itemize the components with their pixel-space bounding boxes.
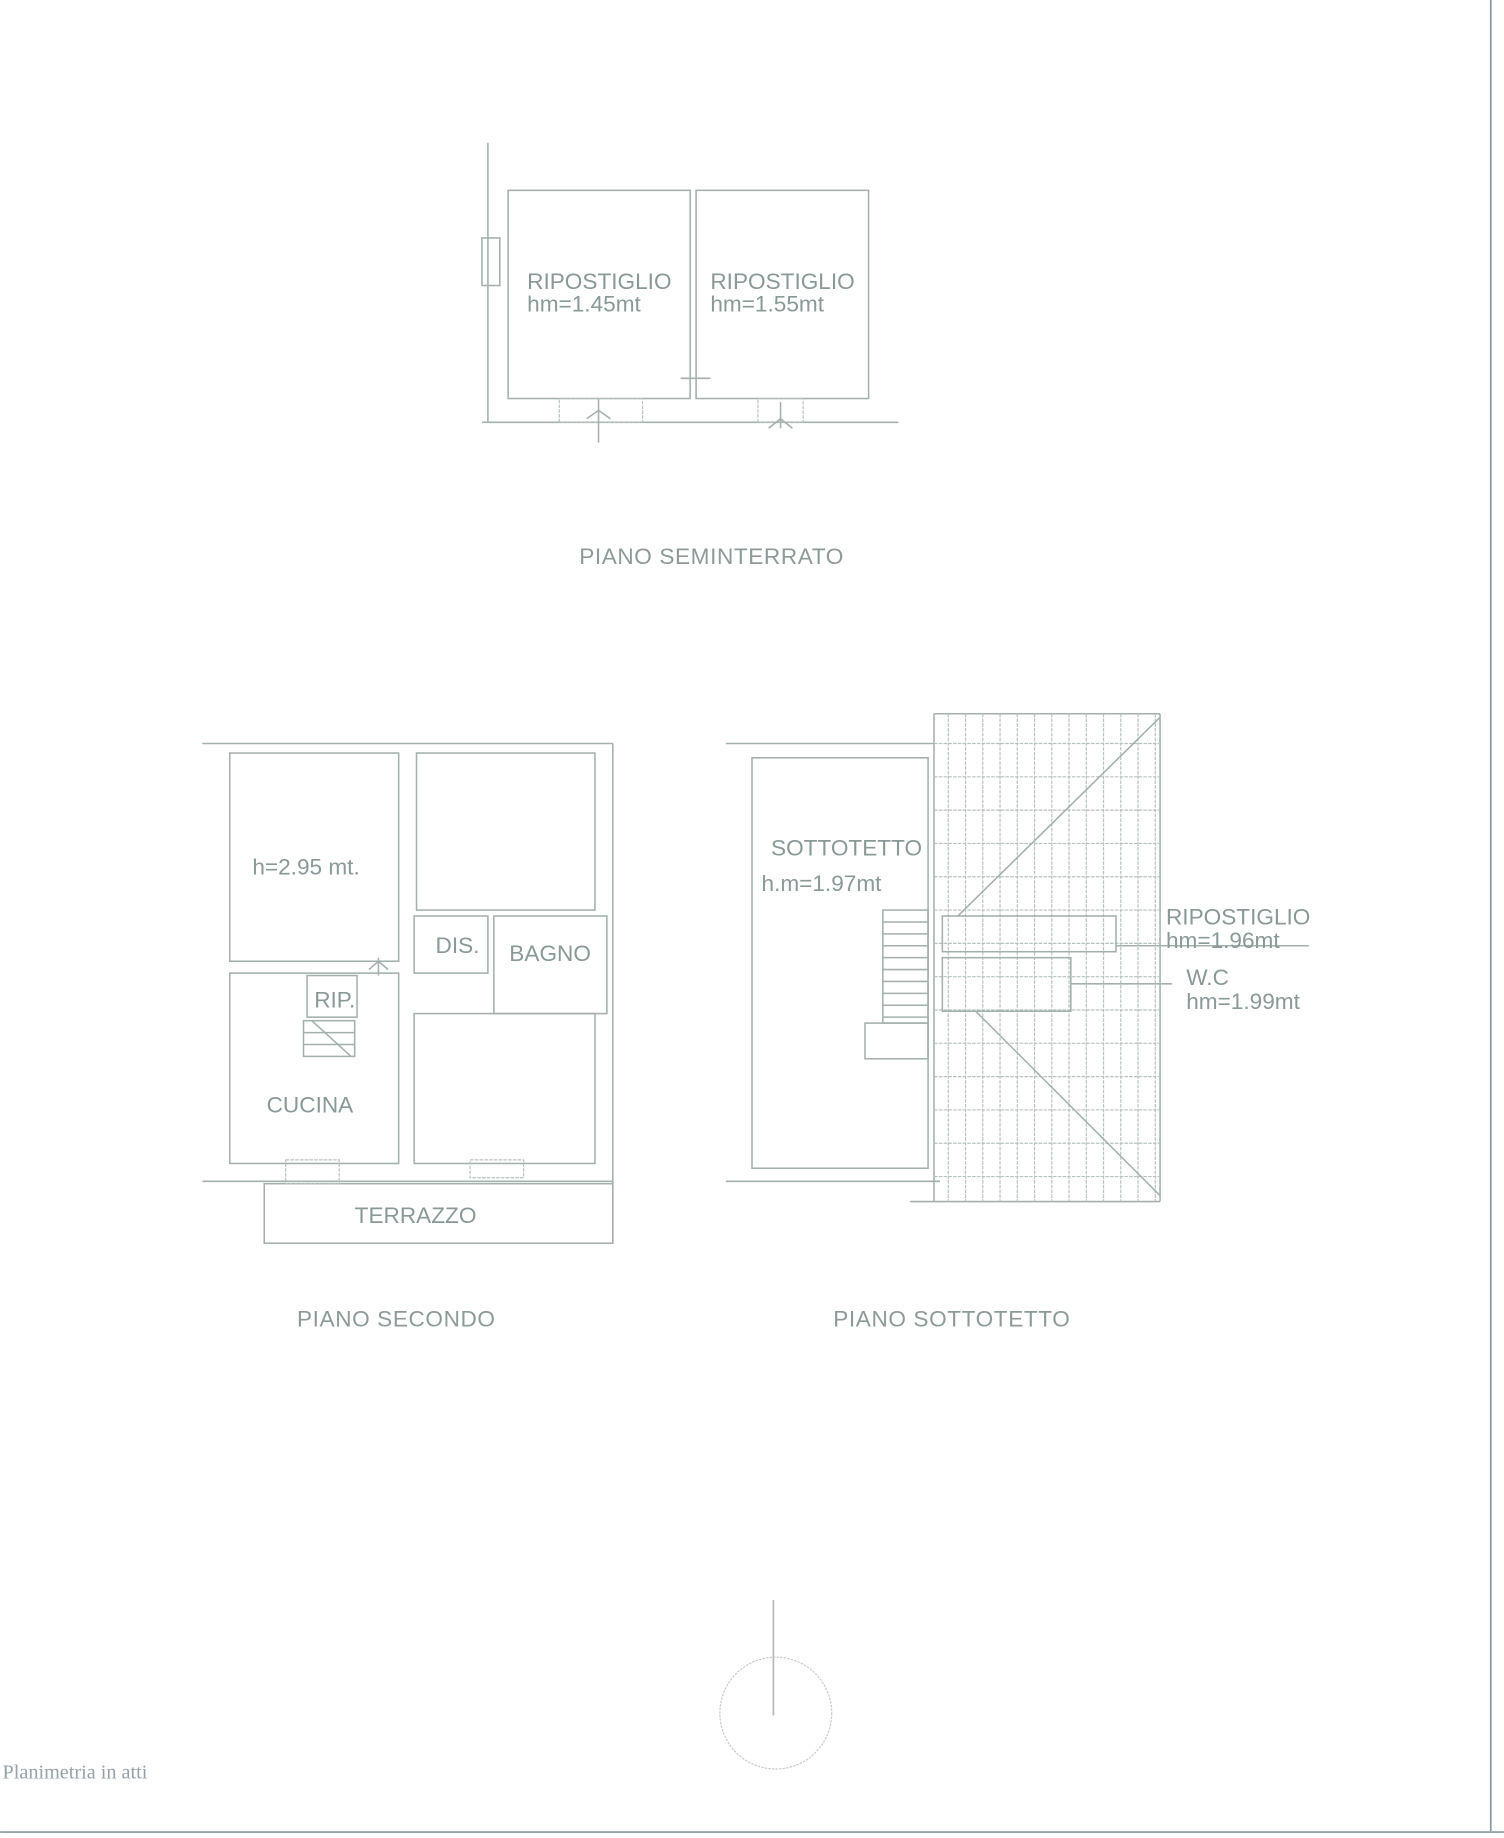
room-wc	[941, 956, 1072, 1012]
room-height: hm=1.99mt	[1186, 989, 1300, 1014]
room-top-right	[415, 752, 596, 911]
plan-secondo: h=2.95 mt. DIS. BAGNO RIP. CUCINA TERRAZ…	[202, 742, 614, 1331]
stairs	[302, 1019, 356, 1058]
stairs	[882, 909, 929, 1024]
plan-title-secondo: PIANO SECONDO	[297, 1306, 496, 1331]
room-label: RIPOSTIGLIO	[527, 269, 671, 294]
room-label-dis: DIS.	[436, 933, 480, 958]
room-height: h.m=1.97mt	[762, 871, 883, 896]
room-rip	[306, 974, 358, 1018]
room-dis	[413, 915, 489, 974]
room-height: hm=1.96mt	[1166, 928, 1280, 953]
roof-hatching	[910, 713, 1161, 1203]
plan-sottotetto: SOTTOTETTO h.m=1.97mt RIPOSTIGLIO hm=1.9…	[725, 713, 1310, 1331]
room-label-cucina: CUCINA	[267, 1092, 355, 1117]
room-label-wc: W.C	[1186, 965, 1229, 990]
room-cucina	[228, 972, 400, 1165]
room-bedroom	[228, 752, 400, 963]
plan-title-seminterrato: PIANO SEMINTERRATO	[579, 544, 844, 569]
room-height: hm=1.45mt	[527, 292, 641, 317]
plan-title-sottotetto: PIANO SOTTOTETTO	[833, 1306, 1070, 1331]
roof-line	[975, 1010, 1161, 1197]
room-sottotetto	[751, 757, 929, 1170]
plan-seminterrato: RIPOSTIGLIO hm=1.45mt RIPOSTIGLIO hm=1.5…	[481, 142, 899, 569]
footer-caption: Planimetria in atti	[3, 1762, 148, 1784]
north-arrow-icon	[719, 1600, 833, 1770]
terrazzo	[263, 1182, 614, 1244]
room-bagno	[493, 915, 608, 1015]
room-height: hm=1.55mt	[710, 292, 824, 317]
room-label-rip: RIP.	[314, 988, 355, 1013]
room-height-label: h=2.95 mt.	[252, 854, 359, 879]
room-label: RIPOSTIGLIO	[710, 269, 854, 294]
room-bottom-right	[413, 1012, 596, 1165]
room-label-bagno: BAGNO	[509, 941, 591, 966]
room-label-sottotetto: SOTTOTETTO	[771, 835, 922, 860]
room-label-terrazzo: TERRAZZO	[355, 1203, 477, 1228]
room-label-ripostiglio: RIPOSTIGLIO	[1166, 904, 1310, 929]
room-ripostiglio	[941, 915, 1117, 953]
roof-line	[957, 716, 1161, 917]
